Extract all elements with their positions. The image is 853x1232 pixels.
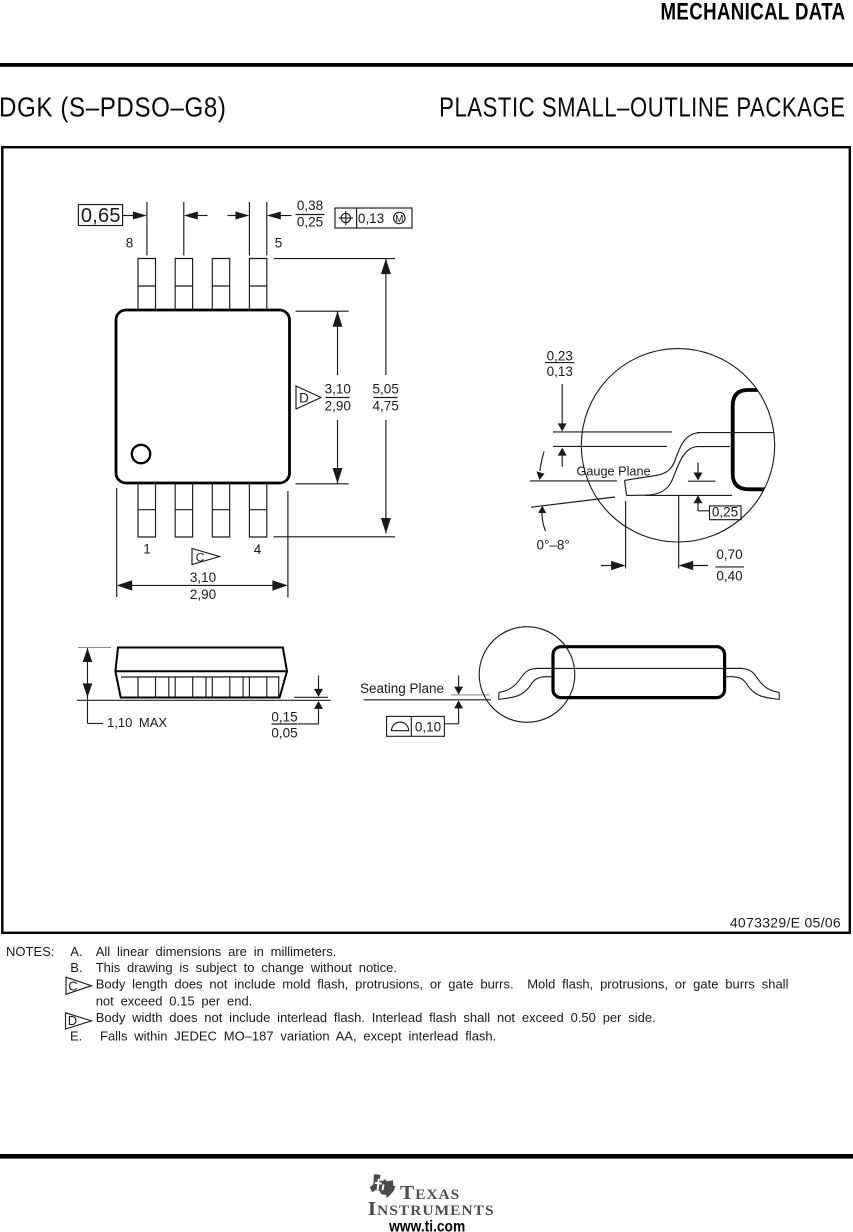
svg-text:0,05: 0,05: [271, 726, 297, 741]
svg-text:E.: E.: [70, 1029, 82, 1044]
svg-text:8: 8: [126, 236, 134, 251]
svg-text:0,65: 0,65: [81, 205, 121, 227]
svg-text:0,15: 0,15: [271, 710, 297, 725]
svg-text:0,25: 0,25: [297, 215, 323, 230]
svg-text:2,90: 2,90: [190, 587, 216, 602]
svg-text:Body width does not include in: Body width does not include interlead fl…: [96, 1010, 656, 1025]
svg-text:1,10 MAX: 1,10 MAX: [107, 715, 167, 730]
svg-text:Body length does not include m: Body length does not include mold flash,…: [96, 977, 789, 992]
svg-text:Seating Plane: Seating Plane: [360, 681, 444, 696]
svg-text:A.: A.: [70, 944, 82, 959]
svg-text:3,10: 3,10: [325, 382, 351, 397]
svg-text:not exceed 0.15 per end.: not exceed 0.15 per end.: [96, 994, 253, 1009]
svg-text:0,13: 0,13: [547, 364, 573, 379]
svg-text:3,10: 3,10: [190, 570, 216, 585]
svg-text:Falls within JEDEC MO–187 vari: Falls within JEDEC MO–187 variation AA, …: [100, 1029, 496, 1044]
svg-text:0,10: 0,10: [415, 720, 441, 735]
svg-text:Instruments: Instruments: [368, 1197, 495, 1220]
svg-text:This drawing is subject to cha: This drawing is subject to change withou…: [96, 960, 397, 975]
svg-text:C: C: [68, 979, 77, 994]
svg-text:D: D: [68, 1013, 77, 1028]
svg-text:0,38: 0,38: [297, 198, 323, 213]
svg-text:DGK (S–PDSO–G8): DGK (S–PDSO–G8): [0, 91, 227, 123]
svg-text:0,13: 0,13: [358, 211, 384, 226]
svg-text:MECHANICAL DATA: MECHANICAL DATA: [661, 0, 846, 25]
svg-text:4073329/E 05/06: 4073329/E 05/06: [730, 915, 841, 931]
svg-text:All linear dimensions are in m: All linear dimensions are in millimeters…: [96, 944, 337, 959]
svg-text:PLASTIC SMALL–OUTLINE PACKAGE: PLASTIC SMALL–OUTLINE PACKAGE: [439, 92, 845, 123]
svg-text:5: 5: [275, 236, 283, 251]
svg-text:4,75: 4,75: [373, 398, 399, 413]
svg-text:0,70: 0,70: [716, 547, 742, 562]
svg-text:www.ti.com: www.ti.com: [388, 1219, 465, 1232]
svg-text:1: 1: [143, 542, 151, 557]
svg-text:0°–8°: 0°–8°: [537, 538, 570, 553]
svg-text:4: 4: [254, 542, 262, 557]
svg-text:2,90: 2,90: [325, 398, 351, 413]
svg-text:NOTES:: NOTES:: [6, 944, 54, 959]
svg-text:5,05: 5,05: [373, 382, 399, 397]
svg-text:0,25: 0,25: [712, 505, 738, 520]
svg-text:0,40: 0,40: [716, 569, 742, 584]
svg-text:Gauge Plane: Gauge Plane: [577, 465, 651, 479]
svg-text:0,23: 0,23: [547, 349, 573, 364]
svg-text:M: M: [395, 214, 403, 225]
svg-text:Texas: Texas: [400, 1180, 460, 1204]
svg-text:C: C: [196, 551, 205, 565]
svg-text:D: D: [299, 391, 309, 406]
svg-text:B.: B.: [70, 960, 82, 975]
